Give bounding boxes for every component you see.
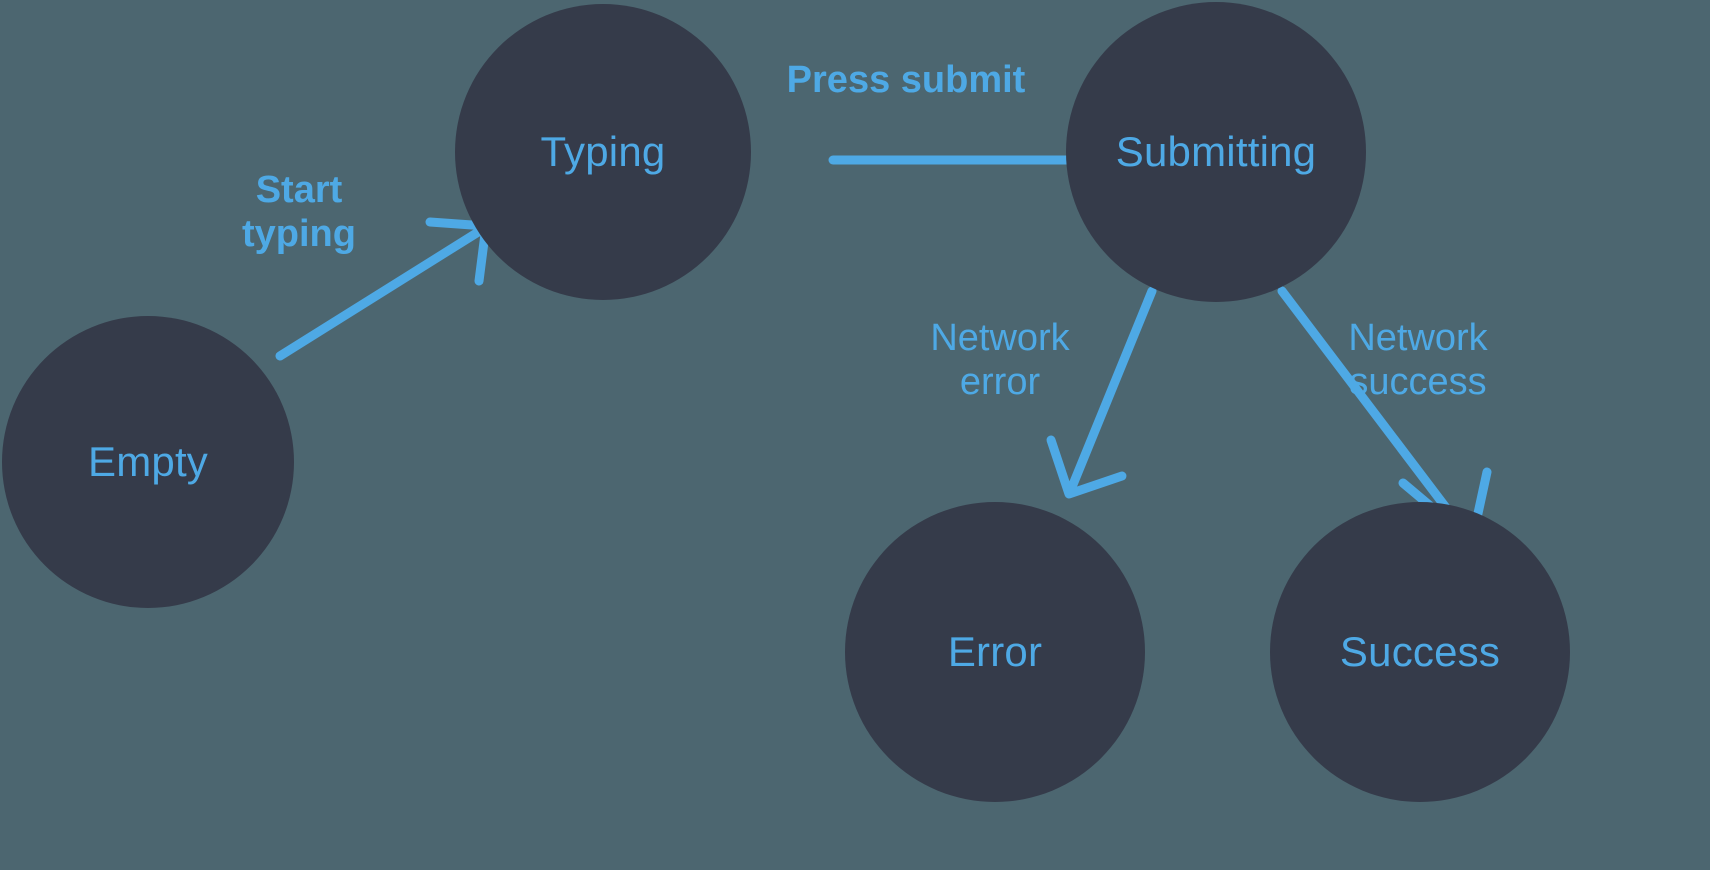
state-node-typing[interactable]: Typing xyxy=(455,4,751,300)
arrowhead-submitting-to-error xyxy=(1046,435,1127,499)
edge-label-network-error: Network error xyxy=(930,317,1070,404)
state-label-success: Success xyxy=(1339,628,1501,675)
state-label-empty: Empty xyxy=(87,438,209,485)
state-label-error: Error xyxy=(947,628,1043,675)
edge-label-press-submit: Press submit xyxy=(786,59,1026,101)
state-node-error[interactable]: Error xyxy=(845,502,1145,802)
state-node-success[interactable]: Success xyxy=(1270,502,1570,802)
edge-label-network-success: Network success xyxy=(1348,317,1488,404)
state-node-submitting[interactable]: Submitting xyxy=(1066,2,1366,302)
edge-label-start-typing: Start typing xyxy=(242,169,356,256)
state-label-submitting: Submitting xyxy=(1115,128,1317,175)
state-label-typing: Typing xyxy=(540,128,666,175)
state-node-empty[interactable]: Empty xyxy=(2,316,294,608)
